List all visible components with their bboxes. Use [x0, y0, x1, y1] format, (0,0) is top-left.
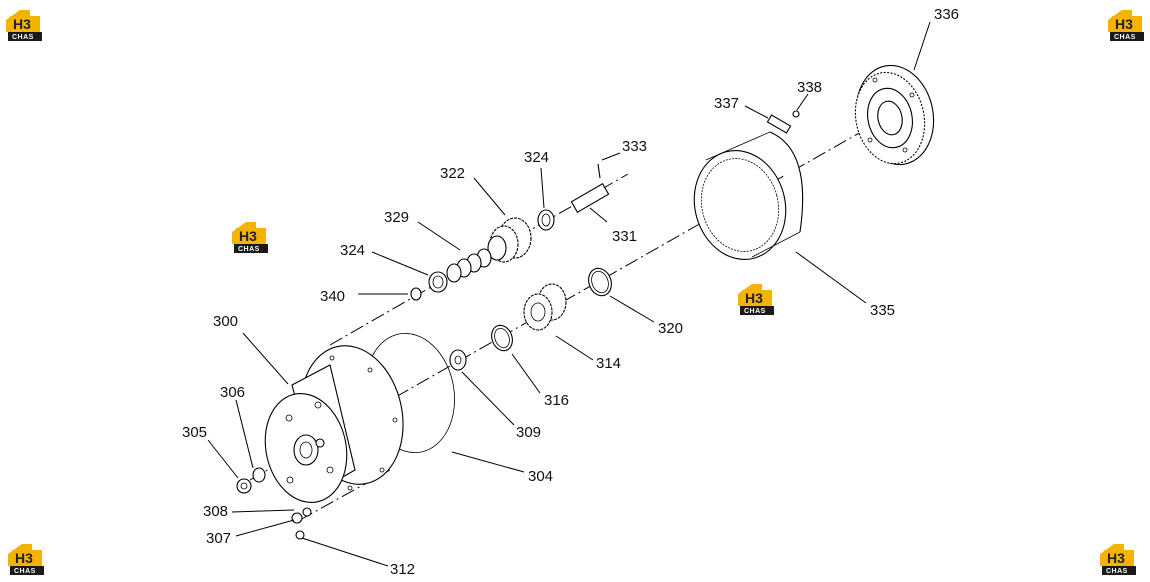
callout-340: 340: [320, 288, 345, 305]
part-324-340-washers: [410, 271, 448, 301]
part-320-snap-ring: [588, 267, 612, 297]
part-307-308-screws: [291, 507, 312, 540]
part-callouts: 336 337 338 333 322 324 329 331 324 340 …: [182, 6, 959, 578]
brand-logo-mid-left: H3 CHAS: [232, 218, 270, 254]
callout-306: 306: [220, 384, 245, 401]
part-331-333-shaft-pin: [570, 163, 610, 213]
part-336-gear-carrier: [854, 64, 935, 166]
callout-304: 304: [528, 468, 553, 485]
callout-307: 307: [206, 530, 231, 547]
callout-322: 322: [440, 165, 465, 182]
svg-text:CHAS: CHAS: [1106, 568, 1128, 575]
callout-324-lower: 324: [340, 242, 365, 259]
part-322-planet-gear: [487, 209, 555, 263]
svg-text:CHAS: CHAS: [14, 568, 36, 575]
callout-305: 305: [182, 424, 207, 441]
svg-text:H3: H3: [1107, 550, 1125, 566]
part-335-ring-gear: [693, 131, 804, 260]
callout-320: 320: [658, 320, 683, 337]
brand-logo-top-left: H3 CHAS: [6, 6, 44, 42]
svg-text:H3: H3: [15, 550, 33, 566]
svg-text:H3: H3: [239, 228, 257, 244]
svg-text:H3: H3: [745, 290, 763, 306]
svg-text:CHAS: CHAS: [744, 308, 766, 315]
brand-logo-bottom-right: H3 CHAS: [1100, 540, 1138, 576]
svg-text:CHAS: CHAS: [1114, 34, 1136, 41]
part-337-338-plate-screw: [766, 110, 800, 134]
callout-324-upper: 324: [524, 149, 549, 166]
callout-316: 316: [544, 392, 569, 409]
part-316-ring: [491, 324, 513, 352]
callout-300: 300: [213, 313, 238, 330]
svg-text:H3: H3: [13, 16, 31, 32]
part-305-306-plug-seal: [236, 467, 266, 494]
part-329-needle-bearings: [446, 248, 492, 283]
leader-lines: [207, 21, 931, 567]
svg-text:CHAS: CHAS: [238, 246, 260, 253]
brand-logo-icon: H3 CHAS: [232, 222, 268, 253]
svg-text:CHAS: CHAS: [12, 34, 34, 41]
callout-329: 329: [384, 209, 409, 226]
brand-logo-icon: H3 CHAS: [6, 10, 42, 41]
brand-logo-icon: H3 CHAS: [1108, 10, 1144, 41]
brand-logo-mid-right: H3 CHAS: [738, 280, 776, 316]
callout-309: 309: [516, 424, 541, 441]
brand-logo-bottom-left: H3 CHAS: [8, 540, 46, 576]
callout-337: 337: [714, 95, 739, 112]
part-309-thrust-washer: [449, 349, 467, 371]
brand-logo-icon: H3 CHAS: [1100, 544, 1136, 575]
brand-logo-icon: H3 CHAS: [738, 284, 774, 315]
callout-331: 331: [612, 228, 637, 245]
part-314-sun-gear: [523, 283, 567, 331]
callout-335: 335: [870, 302, 895, 319]
callout-308: 308: [203, 503, 228, 520]
callout-314: 314: [596, 355, 621, 372]
callout-336: 336: [934, 6, 959, 23]
svg-text:H3: H3: [1115, 16, 1133, 32]
callout-333: 333: [622, 138, 647, 155]
callout-338: 338: [797, 79, 822, 96]
brand-logo-icon: H3 CHAS: [8, 544, 44, 575]
brand-logo-top-right: H3 CHAS: [1108, 6, 1146, 42]
part-300-hub-housing: [264, 345, 404, 503]
callout-312: 312: [390, 561, 415, 578]
